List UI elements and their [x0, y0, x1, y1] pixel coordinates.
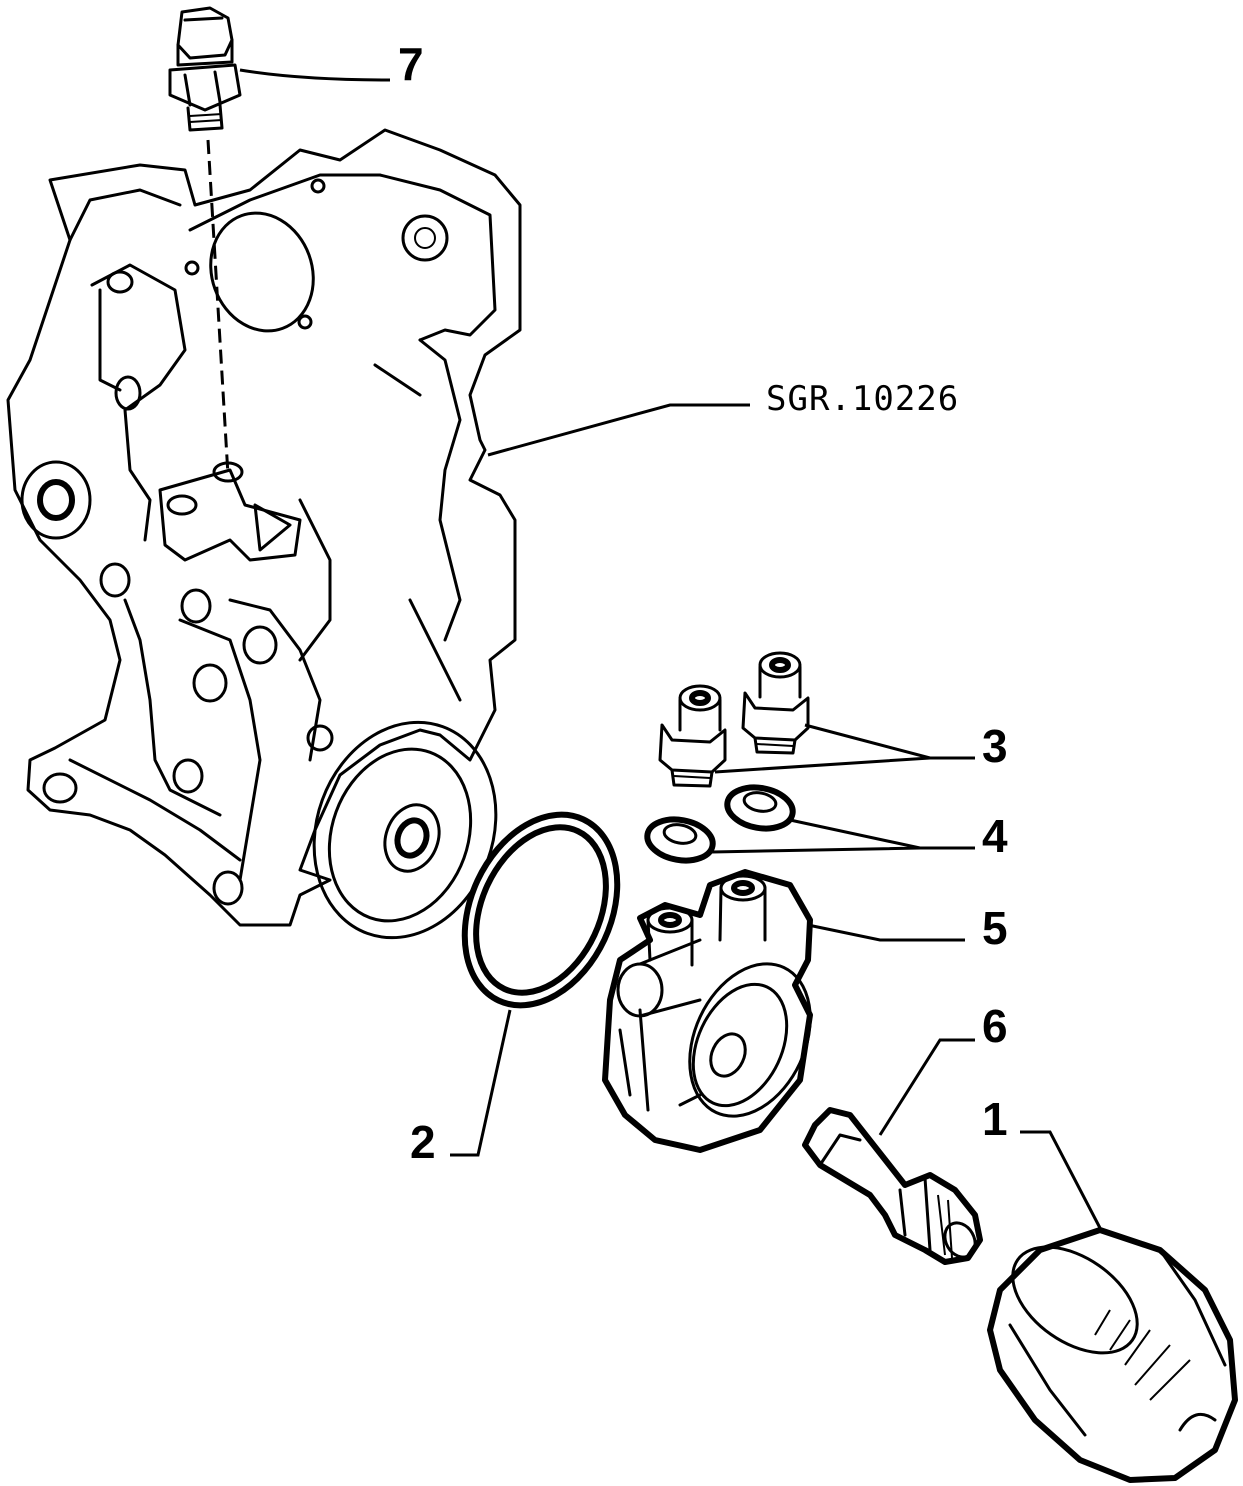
- oil-pressure-switch: [168, 6, 242, 476]
- oil-filter-cartridge: [987, 1227, 1238, 1483]
- callout-1: 1: [982, 1093, 1008, 1145]
- oil-filter-adapter: [602, 869, 813, 1153]
- callout-2: 2: [410, 1116, 436, 1168]
- reference-code: SGR.10226: [766, 379, 959, 419]
- union-fitting-left: [658, 684, 727, 788]
- callout-3: 3: [982, 720, 1008, 772]
- sealing-washer-right: [724, 784, 796, 832]
- union-fitting-right: [741, 651, 810, 755]
- leader-lines: [239, 68, 1102, 1229]
- sealing-washer-left: [644, 816, 716, 864]
- callout-7: 7: [398, 38, 424, 90]
- center-stud-bolt: [802, 1107, 983, 1265]
- callout-4: 4: [982, 810, 1008, 862]
- callout-5: 5: [982, 902, 1008, 954]
- o-ring-seal: [461, 811, 621, 1009]
- engine-housing: [6, 128, 522, 940]
- callout-6: 6: [982, 1000, 1008, 1052]
